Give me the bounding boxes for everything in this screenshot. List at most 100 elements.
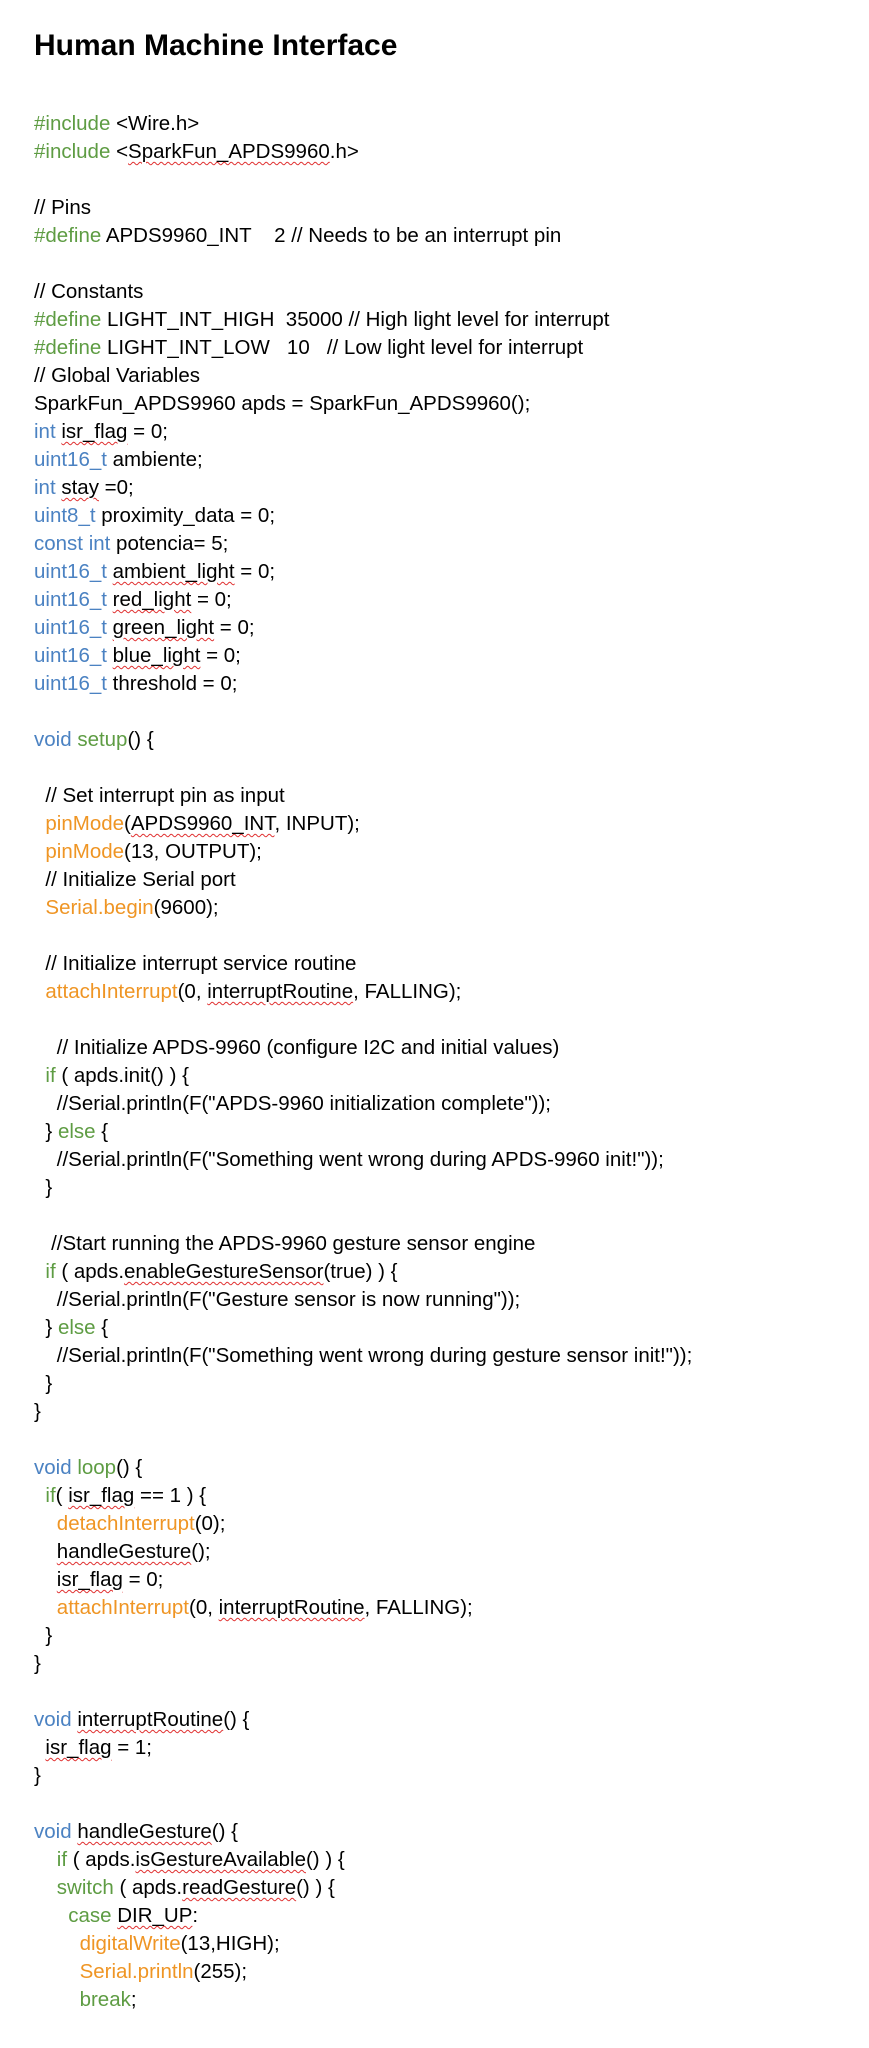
code-line: pinMode(13, OUTPUT); [34, 838, 692, 866]
code-token: ( apds. [67, 1848, 136, 1871]
code-token: .h> [329, 140, 359, 163]
code-token: switch [56, 1876, 114, 1899]
code-line: } [34, 1762, 692, 1790]
code-token [34, 1876, 57, 1899]
code-token [34, 1736, 45, 1759]
code-token: attachInterrupt [45, 980, 178, 1003]
code-line: pinMode(APDS9960_INT, INPUT); [34, 810, 692, 838]
code-token: } [34, 1652, 41, 1675]
code-token: SparkFun_APDS9960 [128, 140, 330, 163]
code-token: readGesture [182, 1876, 297, 1899]
code-line: //Serial.println(F("Something went wrong… [34, 1342, 693, 1370]
code-line: uint16_t ambient_light = 0; [34, 558, 692, 586]
code-token: = 0; [122, 1568, 164, 1591]
code-token: if [45, 1260, 56, 1283]
code-line: #define LIGHT_INT_HIGH 35000 // High lig… [34, 306, 692, 334]
code-line [34, 1202, 692, 1230]
code-token: pinMode [45, 840, 125, 863]
code-line: // Initialize APDS-9960 (configure I2C a… [34, 1034, 692, 1062]
code-token: #include [34, 140, 111, 163]
code-line: if( isr_flag == 1 ) { [34, 1482, 692, 1510]
code-line: } [34, 1174, 692, 1202]
code-token: uint16_t [34, 644, 107, 667]
code-line: // Global Variables [34, 362, 692, 390]
code-listing: #include <Wire.h>#include <SparkFun_APDS… [34, 110, 692, 2014]
code-line: } [34, 1650, 692, 1678]
code-token: void [34, 1708, 72, 1731]
code-token [34, 1596, 57, 1619]
code-line: uint8_t proximity_data = 0; [34, 502, 692, 530]
code-token: else [57, 1120, 96, 1143]
code-token: (0); [194, 1512, 226, 1535]
code-line: handleGesture(); [34, 1538, 692, 1566]
code-token: } [34, 1400, 41, 1423]
code-line: } [34, 1370, 692, 1398]
code-line: //Serial.println(F("Gesture sensor is no… [34, 1286, 692, 1314]
code-line: // Initialize interrupt service routine [34, 950, 692, 978]
code-line: uint16_t blue_light = 0; [34, 642, 692, 670]
code-token: // Initialize Serial port [34, 868, 236, 891]
code-token: (true) ) { [323, 1260, 398, 1283]
code-line: void setup() { [34, 726, 692, 754]
code-token: proximity_data = 0; [95, 504, 276, 527]
code-line: if ( apds.isGestureAvailable() ) { [34, 1846, 692, 1874]
code-token [34, 840, 45, 863]
code-token: int [34, 476, 56, 499]
code-token: () { [211, 1820, 238, 1843]
code-line: uint16_t red_light = 0; [34, 586, 692, 614]
code-line: } else { [34, 1118, 692, 1146]
code-token: { [95, 1120, 109, 1143]
code-line: void interruptRoutine() { [34, 1706, 692, 1734]
code-token: if [45, 1484, 56, 1507]
code-line: uint16_t green_light = 0; [34, 614, 692, 642]
code-line: const int potencia= 5; [34, 530, 692, 558]
code-line: void loop() { [34, 1454, 692, 1482]
code-token: ( [55, 1484, 69, 1507]
code-token: const int [34, 532, 111, 555]
code-line: attachInterrupt(0, interruptRoutine, FAL… [34, 1594, 692, 1622]
code-token: uint16_t [34, 588, 107, 611]
code-token: = 0; [200, 644, 241, 667]
code-token: } [34, 1764, 41, 1787]
code-line: void handleGesture() { [34, 1818, 692, 1846]
code-line [34, 698, 692, 726]
code-line: isr_flag = 1; [34, 1734, 692, 1762]
code-token: == 1 ) { [134, 1484, 207, 1507]
code-token: if [56, 1848, 68, 1871]
code-line: SparkFun_APDS9960 apds = SparkFun_APDS99… [34, 390, 692, 418]
code-token: ( apds.init() ) { [55, 1064, 189, 1087]
code-token: = 0; [191, 588, 232, 611]
code-token: red_light [112, 588, 192, 611]
code-token [34, 1540, 57, 1563]
code-token: void [34, 1456, 72, 1479]
code-token [34, 1512, 57, 1535]
document-page: Human Machine Interface [34, 26, 854, 66]
code-token: void [34, 1820, 72, 1843]
code-line: isr_flag = 0; [34, 1566, 692, 1594]
code-token: = 1; [111, 1736, 152, 1759]
code-token: isr_flag [56, 1568, 123, 1591]
code-token: uint16_t [34, 616, 107, 639]
code-line: } else { [34, 1314, 692, 1342]
code-line: uint16_t ambiente; [34, 446, 692, 474]
code-line: //Serial.println(F("Something went wrong… [34, 1146, 692, 1174]
code-token: = 0; [234, 560, 276, 583]
code-line: // Initialize Serial port [34, 866, 692, 894]
code-token: { [95, 1316, 109, 1339]
code-token: SparkFun_APDS9960 apds = SparkFun_APDS99… [34, 392, 531, 415]
code-token: isGestureAvailable [135, 1848, 306, 1871]
code-token: // Pins [34, 196, 91, 219]
code-token: LIGHT_INT_LOW 10 // Low light level for … [101, 336, 584, 359]
code-line [34, 1426, 692, 1454]
code-token: DIR_UP [117, 1904, 193, 1927]
code-line: // Constants [34, 278, 692, 306]
code-token [34, 1904, 68, 1927]
code-token [34, 1064, 45, 1087]
code-line: #include <Wire.h> [34, 110, 692, 138]
code-token: int [34, 420, 56, 443]
code-token: uint16_t [34, 560, 107, 583]
code-token: // Initialize interrupt service routine [34, 952, 357, 975]
code-token [34, 1484, 45, 1507]
code-token: threshold = 0; [106, 672, 238, 695]
code-token [34, 1260, 45, 1283]
